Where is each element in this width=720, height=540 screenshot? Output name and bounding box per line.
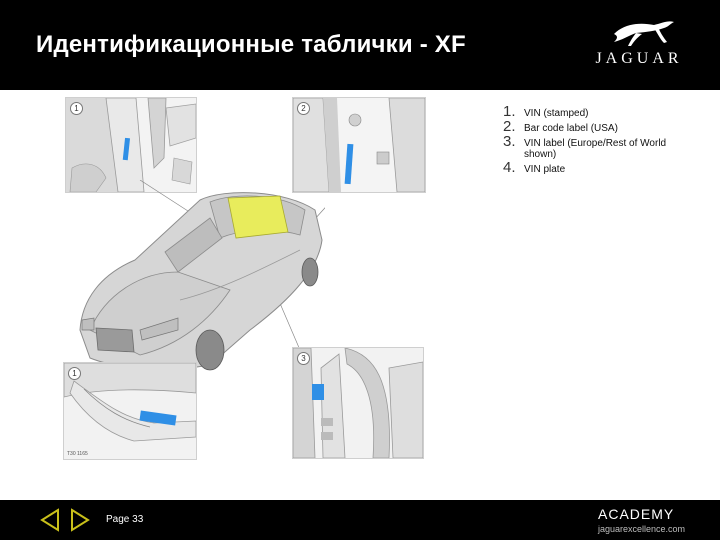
vin-label-mark (312, 384, 324, 400)
jaguar-logo: JAGUAR (584, 14, 694, 74)
legend-item: 2.Bar code label (USA) (503, 118, 618, 135)
interior-highlight (227, 195, 289, 239)
detail-panel-windscreen: T30 1165 1 (63, 362, 197, 460)
vin-plate-mark (139, 410, 177, 426)
legend-item: 1.VIN (stamped) (503, 103, 589, 120)
next-triangle-icon (71, 508, 90, 532)
prev-button[interactable] (38, 508, 62, 537)
slide-title: Идентификационные таблички - XF (36, 31, 466, 58)
leaping-jaguar-icon (614, 21, 674, 46)
bar-code-label-mark (344, 143, 354, 185)
slide-header: Идентификационные таблички - XF JAGUAR (0, 0, 720, 90)
legend-list: 1.VIN (stamped) 2.Bar code label (USA) 3… (503, 103, 673, 179)
page-number: Page 33 (106, 514, 144, 525)
detail-panel-door: 2 (292, 97, 426, 193)
slide-footer: Page 33 ACADEMY jaguarexcellence.com (0, 500, 720, 540)
callout-badge: 1 (68, 367, 81, 380)
callout-badge: 3 (297, 352, 310, 365)
callout-badge: 1 (70, 102, 83, 115)
figure-code: T30 1165 (67, 451, 88, 457)
car-illustration (60, 177, 353, 375)
academy-label: ACADEMY (598, 506, 675, 522)
legend-item: 3.VIN label (Europe/Rest of World shown) (503, 133, 667, 160)
site-label: jaguarexcellence.com (598, 524, 686, 534)
callout-badge: 2 (297, 102, 310, 115)
vin-stamped-mark (122, 137, 131, 161)
prev-triangle-icon (40, 508, 59, 532)
next-button[interactable] (68, 508, 92, 537)
detail-panel-b-pillar: 3 (292, 347, 424, 459)
legend-item: 4.VIN plate (503, 159, 566, 176)
brand-wordmark: JAGUAR (595, 50, 683, 67)
detail-panel-pillar: 1 (65, 97, 197, 193)
